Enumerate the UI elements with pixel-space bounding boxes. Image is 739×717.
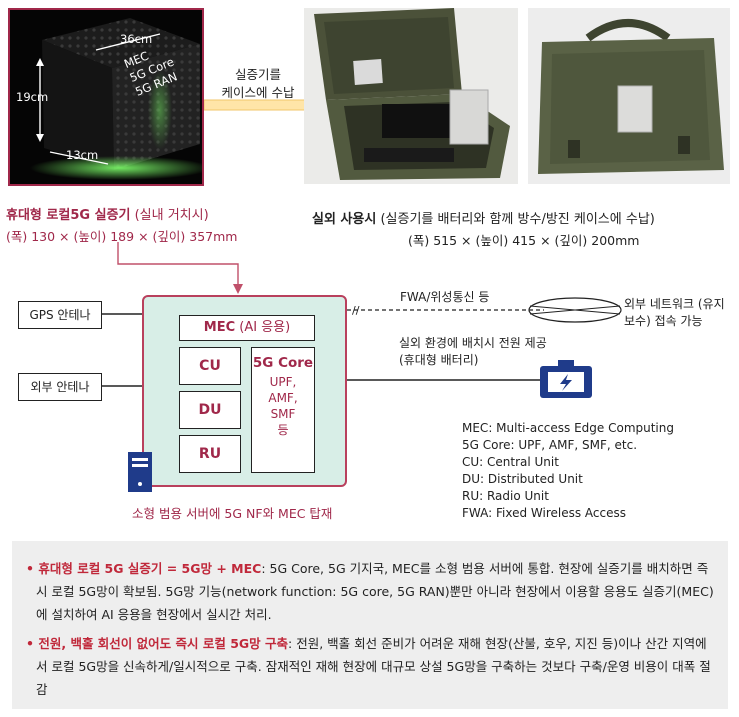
ext-network-line1: 외부 네트워크 (유지: [624, 297, 725, 311]
ext-antenna-box: 외부 안테나: [18, 373, 102, 401]
legend-ru: RU: Radio Unit: [462, 489, 549, 503]
device-photo: 36cm 19cm 13cm MEC 5G Core 5G RAN: [8, 8, 204, 186]
gps-antenna-box: GPS 안테나: [18, 301, 102, 329]
diagram-lines: //: [101, 297, 622, 387]
summary-bullet-1: • 휴대형 로컬 5G 실증기 = 5G망 + MEC: 5G Core, 5G…: [26, 561, 714, 622]
core-items: UPF, AMF, SMF 등: [252, 374, 314, 438]
outdoor-caption: 실외 사용시 (실증기를 배터리와 함께 방수/방진 케이스에 수납): [312, 208, 655, 227]
bullet-1-text: : 5G Core, 5G 기지국, MEC를 소형 범용 서버에 통합. 현장…: [36, 561, 714, 622]
bullet-2-text: : 전원, 백홀 회선 준비가 어려운 재해 현장(산불, 호우, 지진 등)이…: [36, 636, 711, 697]
outdoor-dims: (폭) 515 × (높이) 415 × (깊이) 200mm: [408, 233, 640, 248]
cu-box: CU: [179, 347, 241, 385]
ru-box: RU: [179, 435, 241, 473]
indoor-dims: (폭) 130 × (높이) 189 × (깊이) 357mm: [6, 229, 238, 244]
legend-mec: MEC: Multi-access Edge Computing: [462, 421, 674, 435]
fwa-label: FWA/위성통신 등: [400, 290, 490, 304]
summary-panel: • 휴대형 로컬 5G 실증기 = 5G망 + MEC: 5G Core, 5G…: [12, 541, 728, 709]
du-box: DU: [179, 391, 241, 429]
summary-bullet-2: • 전원, 백홀 회선이 없어도 즉시 로컬 5G망 구축: 전원, 백홀 회선…: [26, 636, 711, 697]
legend-fwa: FWA: Fixed Wireless Access: [462, 506, 626, 520]
mec-label: MEC: [203, 320, 236, 335]
server-caption: 소형 범용 서버에 5G NF와 MEC 탑재: [132, 506, 333, 521]
ext-network-label: 외부 네트워크 (유지 보수) 접속 가능: [624, 296, 725, 330]
power-line2: (휴대형 배터리): [399, 353, 479, 367]
core-item-etc: 등: [277, 423, 289, 437]
battery-icon: [540, 360, 592, 398]
server-icon: [128, 452, 152, 492]
legend: MEC: Multi-access Edge Computing 5G Core…: [462, 420, 674, 522]
open-case-photo: [304, 8, 518, 184]
legend-core: 5G Core: UPF, AMF, SMF, etc.: [462, 438, 638, 452]
svg-text://: //: [352, 304, 360, 317]
dim-width-label: 36cm: [120, 32, 153, 46]
core-title: 5G Core: [252, 355, 314, 371]
bullet-1-highlight: 휴대형 로컬 5G 실증기 = 5G망 + MEC: [38, 561, 262, 576]
dim-height-label: 19cm: [16, 90, 49, 104]
core-box: 5G Core UPF, AMF, SMF 등: [251, 347, 315, 473]
core-item-upf: UPF,: [269, 375, 297, 389]
indoor-caption: 휴대형 로컬5G 실증기 (실내 거치시): [6, 204, 209, 223]
caption-connector: [117, 242, 243, 294]
server-box: MEC (AI 응용) CU DU RU 5G Core UPF, AMF, S…: [142, 295, 347, 487]
mec-sub: (AI 응용): [235, 320, 291, 335]
mec-box: MEC (AI 응용): [179, 315, 315, 341]
arrow-label: 실증기를 케이스에 수납: [208, 66, 308, 102]
arrow-label-line1: 실증기를: [234, 67, 281, 82]
closed-case-photo: [528, 8, 730, 184]
power-label: 실외 환경에 배치시 전원 제공 (휴대형 배터리): [399, 335, 547, 369]
power-line1: 실외 환경에 배치시 전원 제공: [399, 336, 547, 350]
ext-network-line2: 보수) 접속 가능: [624, 314, 703, 328]
dim-depth-label: 13cm: [66, 148, 99, 162]
bullet-2-highlight: 전원, 백홀 회선이 없어도 즉시 로컬 5G망 구축: [38, 636, 289, 651]
outdoor-title: 실외 사용시: [312, 212, 377, 227]
indoor-title: 휴대형 로컬5G 실증기: [6, 208, 131, 223]
arrow-label-line2: 케이스에 수납: [221, 85, 295, 100]
core-item-amf: AMF,: [268, 391, 298, 405]
legend-du: DU: Distributed Unit: [462, 472, 583, 486]
outdoor-suffix: (실증기를 배터리와 함께 방수/방진 케이스에 수납): [376, 212, 655, 227]
core-item-smf: SMF: [270, 407, 296, 421]
indoor-suffix: (실내 거치시): [130, 208, 209, 223]
legend-cu: CU: Central Unit: [462, 455, 559, 469]
